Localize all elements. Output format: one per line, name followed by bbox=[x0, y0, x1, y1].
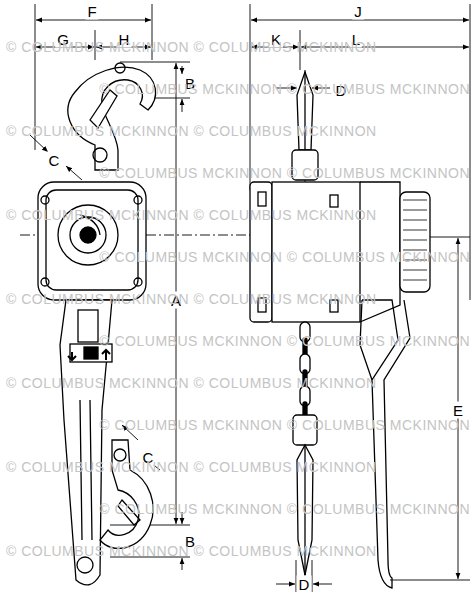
watermark: © COLUMBUS MCKINNON © COLUMBUS MCKINNON bbox=[99, 166, 470, 180]
dimension-letter: F bbox=[85, 3, 98, 20]
watermark: © COLUMBUS MCKINNON © COLUMBUS MCKINNON bbox=[6, 124, 377, 138]
knurl-stroke bbox=[403, 230, 427, 231]
watermark: © COLUMBUS MCKINNON © COLUMBUS MCKINNON bbox=[99, 418, 470, 432]
knurl-stroke bbox=[403, 270, 427, 271]
watermark: © COLUMBUS MCKINNON © COLUMBUS MCKINNON bbox=[6, 376, 377, 390]
knurl-stroke bbox=[403, 200, 427, 201]
knurl-stroke bbox=[403, 240, 427, 241]
dimension-letter: D bbox=[297, 576, 312, 593]
housing bbox=[38, 182, 146, 300]
watermark: © COLUMBUS MCKINNON © COLUMBUS MCKINNON bbox=[6, 40, 377, 54]
watermark: © COLUMBUS MCKINNON © COLUMBUS MCKINNON bbox=[6, 292, 377, 306]
watermark: © COLUMBUS MCKINNON © COLUMBUS MCKINNON bbox=[99, 250, 470, 264]
watermark: © COLUMBUS MCKINNON © COLUMBUS MCKINNON bbox=[6, 208, 377, 222]
dimension-letter: J bbox=[352, 3, 364, 20]
knurl-stroke bbox=[403, 220, 427, 221]
watermark: © COLUMBUS MCKINNON © COLUMBUS MCKINNON bbox=[99, 502, 470, 516]
dimension-letter: C bbox=[47, 152, 62, 169]
top-hook bbox=[68, 63, 156, 170]
knurl-stroke bbox=[403, 280, 427, 281]
watermark: © COLUMBUS MCKINNON © COLUMBUS MCKINNON bbox=[99, 334, 470, 348]
watermark: © COLUMBUS MCKINNON © COLUMBUS MCKINNON bbox=[6, 460, 377, 474]
watermark: © COLUMBUS MCKINNON © COLUMBUS MCKINNON bbox=[6, 544, 377, 558]
dimension-letter: E bbox=[451, 402, 465, 419]
watermark: © COLUMBUS MCKINNON © COLUMBUS MCKINNON bbox=[99, 82, 470, 96]
knob-knurling bbox=[403, 200, 427, 280]
knurl-stroke bbox=[403, 210, 427, 211]
